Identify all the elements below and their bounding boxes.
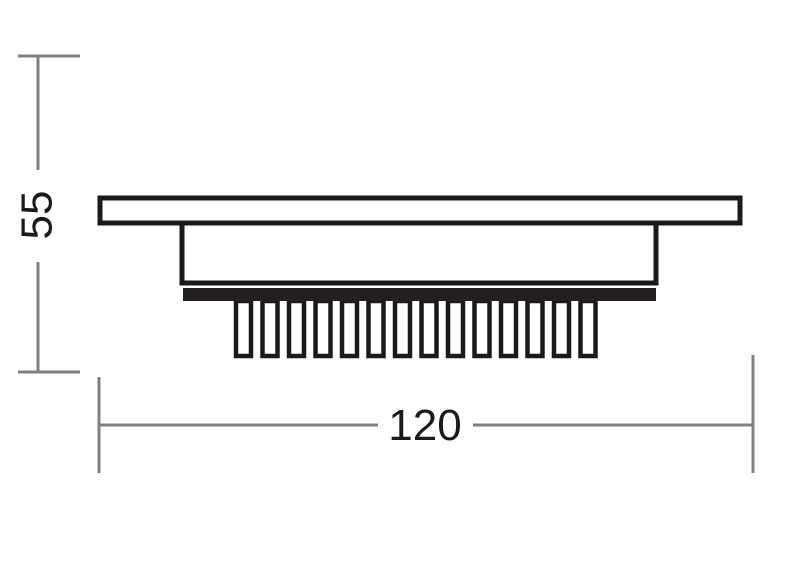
heatsink-fin [445, 298, 466, 359]
dimension-height-55: 55 [13, 54, 80, 374]
heatsink-fin [233, 298, 254, 359]
dimension-width-120: 120 [97, 355, 755, 473]
heatsink-fin [366, 298, 386, 359]
heatsink-fin [313, 298, 333, 359]
heatsink-fin [472, 298, 492, 359]
heatsink-fin [419, 298, 439, 359]
heatsink-fin [392, 298, 413, 359]
heatsink-fin [286, 298, 307, 359]
heatsink-fin-group [233, 298, 598, 359]
heatsink-fin [498, 298, 519, 359]
height-dim-label: 55 [13, 191, 62, 240]
heatsink-fin [551, 298, 572, 359]
heatsink-fin [578, 298, 598, 359]
top-flange [97, 195, 743, 226]
heatsink-fin [525, 298, 545, 359]
width-dim-label: 120 [388, 401, 461, 450]
product-outline [97, 195, 743, 359]
heatsink-fin [339, 298, 360, 359]
heatsink-fin [260, 298, 280, 359]
heatsink-base-band-overlay [183, 288, 656, 301]
middle-housing [179, 220, 659, 286]
